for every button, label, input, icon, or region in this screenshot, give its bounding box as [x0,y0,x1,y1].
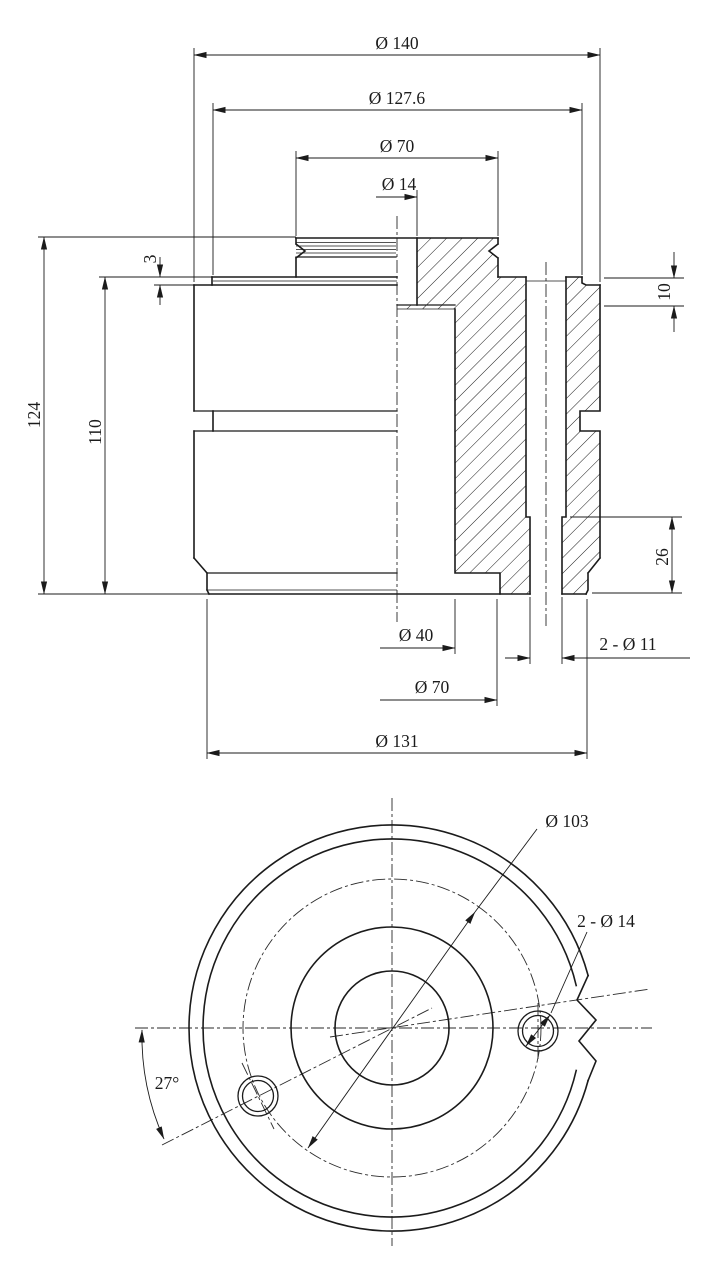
hatch-region-inner [397,238,530,594]
dim-h110: 110 [85,276,212,595]
dim-label-h26: 26 [652,548,672,566]
threaded-boss-outline [294,237,500,278]
dim-label-dia131: Ø 131 [375,731,418,751]
dim-label-h110: 110 [85,419,105,445]
section-view: Ø 140 Ø 127.6 Ø 70 Ø 14 124 [24,33,690,759]
dim-h3: 3 [140,254,196,305]
dim-label-h10: 10 [654,283,674,301]
dim-label-dia70-bottom: Ø 70 [415,677,450,697]
bolt-hole-left [237,1075,279,1117]
bottom-view: Ø 103 2 - Ø 14 27° [135,798,652,1246]
dim-dia131: Ø 131 [206,599,588,759]
dim-dia70-top: Ø 70 [295,136,499,236]
dim-label-dia140: Ø 140 [375,33,419,53]
dim-dia14-top: Ø 14 [376,174,418,236]
dim-label-dia127: Ø 127.6 [369,88,426,108]
edge-break-zigzag [576,974,598,1082]
body-outline [192,276,602,596]
dim-label-dia103: Ø 103 [545,811,589,831]
dim-label-h3: 3 [140,254,160,263]
dim-label-dia14-top: Ø 14 [382,174,417,194]
dim-label-h124: 124 [24,402,44,429]
left-hole-crossline [241,1062,275,1130]
dim-label-angle27: 27° [155,1073,180,1093]
dim-angle27: 27° [138,1029,180,1140]
dim-2dia11: 2 - Ø 11 [505,597,690,664]
dim-label-2dia14: 2 - Ø 14 [577,911,635,931]
dim-label-dia40: Ø 40 [399,625,434,645]
dim-h124: 124 [24,236,296,595]
dim-label-2dia11: 2 - Ø 11 [599,634,656,654]
dim-dia103: Ø 103 [307,811,589,1149]
dim-dia127: Ø 127.6 [212,88,583,275]
dim-2dia14: 2 - Ø 14 [525,911,635,1047]
dim-dia40: Ø 40 [380,599,456,654]
dim-dia140: Ø 140 [193,33,601,282]
dim-dia70-bottom: Ø 70 [380,599,498,706]
dim-h10: 10 [604,252,684,332]
notch-radial [329,988,651,1038]
bore-outline [396,237,567,595]
outer-circle-dia140 [188,824,590,1232]
dim-h26: 26 [570,516,682,594]
dim-label-dia70-top: Ø 70 [380,136,415,156]
circle-dia131 [202,838,578,1218]
hatch-region-outer [562,277,600,594]
section-hatch [397,238,600,594]
thread-lines [295,242,397,258]
